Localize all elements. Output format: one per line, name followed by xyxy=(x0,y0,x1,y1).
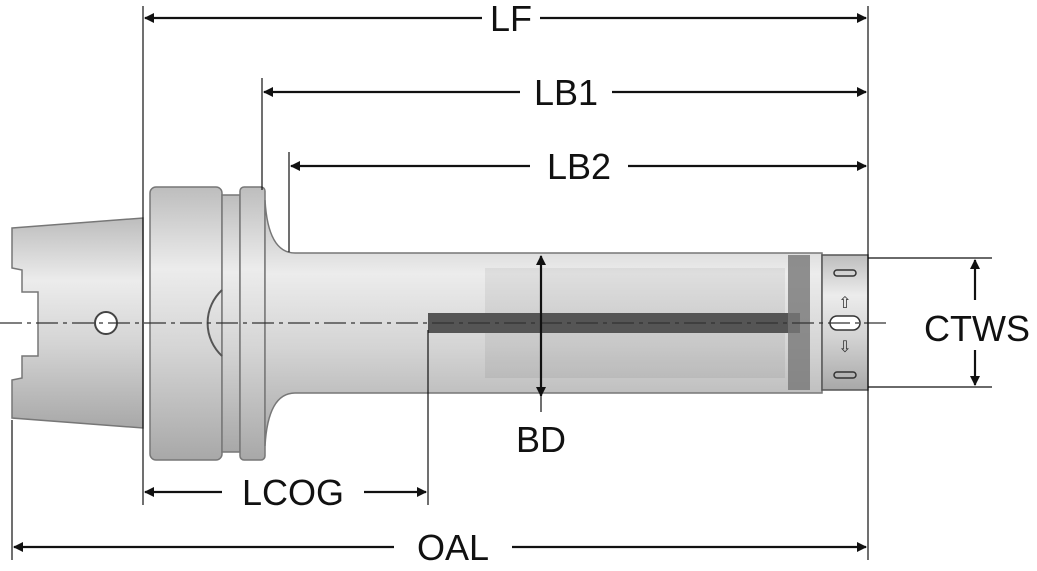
dimension-lf: LF xyxy=(144,0,867,39)
label-lf: LF xyxy=(490,0,532,39)
label-oal: OAL xyxy=(417,527,489,568)
dimension-lb1: LB1 xyxy=(263,72,867,113)
label-lcog: LCOG xyxy=(242,472,344,513)
label-lb2: LB2 xyxy=(547,146,611,187)
dimension-bd: BD xyxy=(516,255,566,460)
cap-lock-bottom xyxy=(833,371,857,379)
label-ctws: CTWS xyxy=(924,308,1030,349)
dimension-lb2: LB2 xyxy=(290,146,867,187)
cap-lock-top xyxy=(833,269,857,277)
label-bd: BD xyxy=(516,419,566,460)
label-lb1: LB1 xyxy=(534,72,598,113)
dimension-oal: OAL xyxy=(13,527,867,568)
extension-lines xyxy=(11,6,992,560)
arrow-down-icon: ⇩ xyxy=(838,339,851,356)
dimension-ctws: CTWS xyxy=(924,259,1030,386)
dimension-lcog: LCOG xyxy=(144,472,427,513)
arrow-up-icon: ⇧ xyxy=(838,295,851,312)
tool-body: ⇧ ⇩ xyxy=(11,186,869,461)
